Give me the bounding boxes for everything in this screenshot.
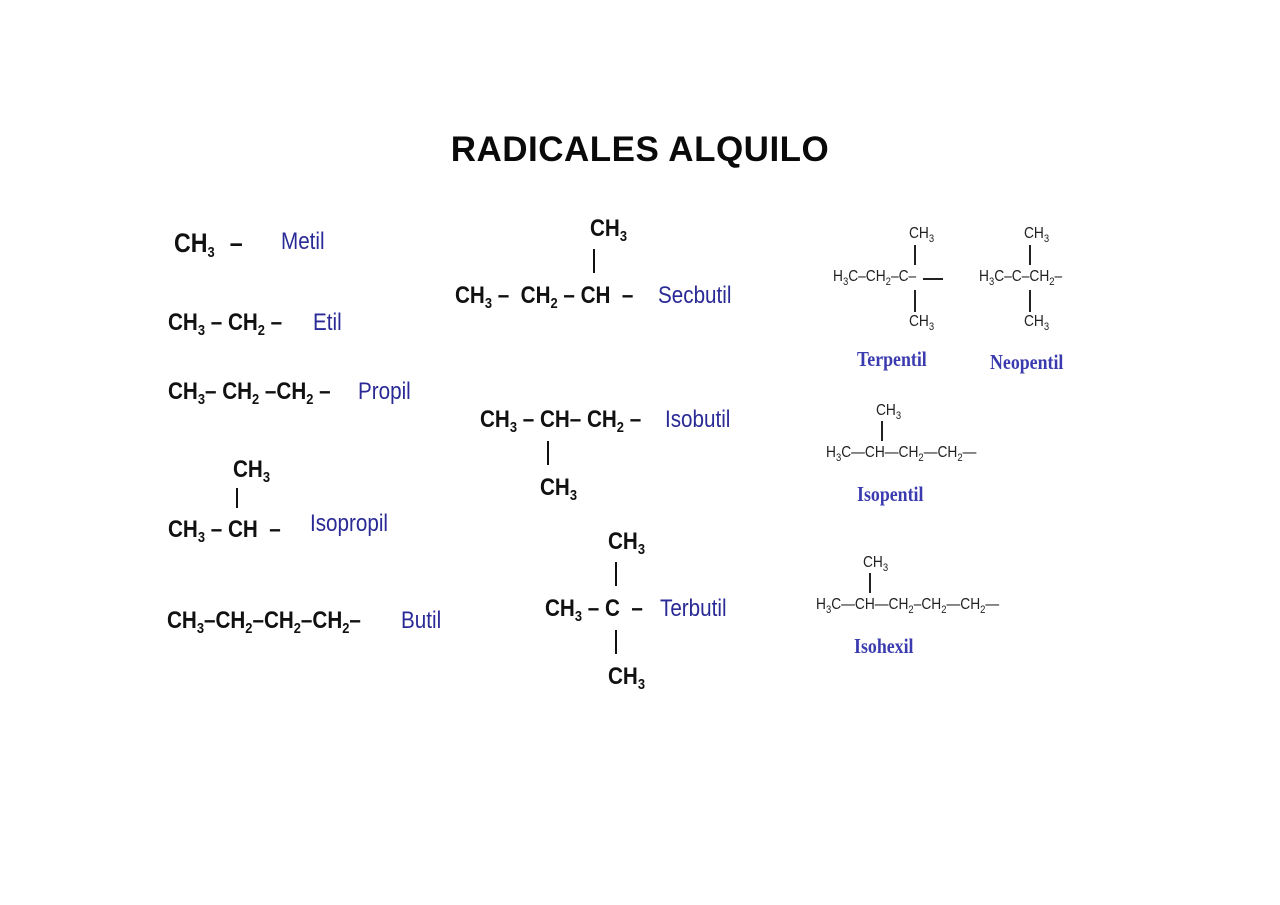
isobutil-label: Isobutil (665, 406, 731, 433)
secbutil-formula: CH3 – CH2 – CH – (455, 282, 634, 312)
terbutil-label: Terbutil (660, 595, 727, 622)
terbutil-formula: CH3 – C – (545, 595, 643, 625)
isobutil-bond (547, 441, 549, 465)
terbutil-bond-bottom (615, 630, 617, 654)
terpentil-bond-free (923, 278, 943, 280)
terpentil-branch-top: CH3 (909, 225, 935, 245)
isohexil-bond (869, 573, 871, 593)
isobutil-branch: CH3 (540, 474, 577, 504)
terpentil-bond-top (914, 245, 916, 265)
isopentil-label: Isopentil (857, 482, 924, 506)
isohexil-label: Isohexil (854, 634, 914, 658)
neopentil-label: Neopentil (990, 350, 1064, 374)
isopentil-branch: CH3 (876, 402, 902, 422)
neopentil-branch-bottom: CH3 (1024, 313, 1050, 333)
terbutil-bond-top (615, 562, 617, 586)
neopentil-branch-top: CH3 (1024, 225, 1050, 245)
isopropil-bond (236, 488, 238, 508)
terbutil-branch-top: CH3 (608, 528, 645, 558)
neopentil-bond-bottom (1029, 290, 1031, 312)
terbutil-branch-bottom: CH3 (608, 663, 645, 693)
metil-formula: CH3 – (174, 228, 243, 261)
propil-label: Propil (358, 378, 411, 405)
terpentil-formula: H3C–CH2–C– (833, 268, 917, 288)
butil-label: Butil (401, 607, 442, 634)
terpentil-bond-bottom (914, 290, 916, 312)
isopentil-bond (881, 421, 883, 441)
etil-label: Etil (313, 309, 342, 336)
neopentil-bond-top (1029, 245, 1031, 265)
isopropil-formula: CH3 – CH – (168, 516, 281, 546)
isohexil-branch: CH3 (863, 554, 889, 574)
isopentil-formula: H3C—CH—CH2—CH2— (826, 444, 977, 464)
terpentil-branch-bottom: CH3 (909, 313, 935, 333)
propil-formula: CH3– CH2 –CH2 – (168, 378, 331, 408)
secbutil-bond (593, 249, 595, 273)
page-title: RADICALES ALQUILO (450, 130, 830, 169)
secbutil-label: Secbutil (658, 282, 732, 309)
secbutil-branch: CH3 (590, 215, 627, 245)
isopropil-label: Isopropil (310, 510, 389, 537)
isopropil-branch: CH3 (233, 456, 270, 486)
metil-label: Metil (281, 228, 325, 255)
neopentil-formula: H3C–C–CH2– (979, 268, 1063, 288)
isohexil-formula: H3C—CH—CH2–CH2—CH2— (816, 596, 1000, 616)
terpentil-label: Terpentil (857, 347, 927, 371)
isobutil-formula: CH3 – CH– CH2 – (480, 406, 642, 436)
butil-formula: CH3–CH2–CH2–CH2– (167, 607, 361, 637)
etil-formula: CH3 – CH2 – (168, 309, 283, 339)
